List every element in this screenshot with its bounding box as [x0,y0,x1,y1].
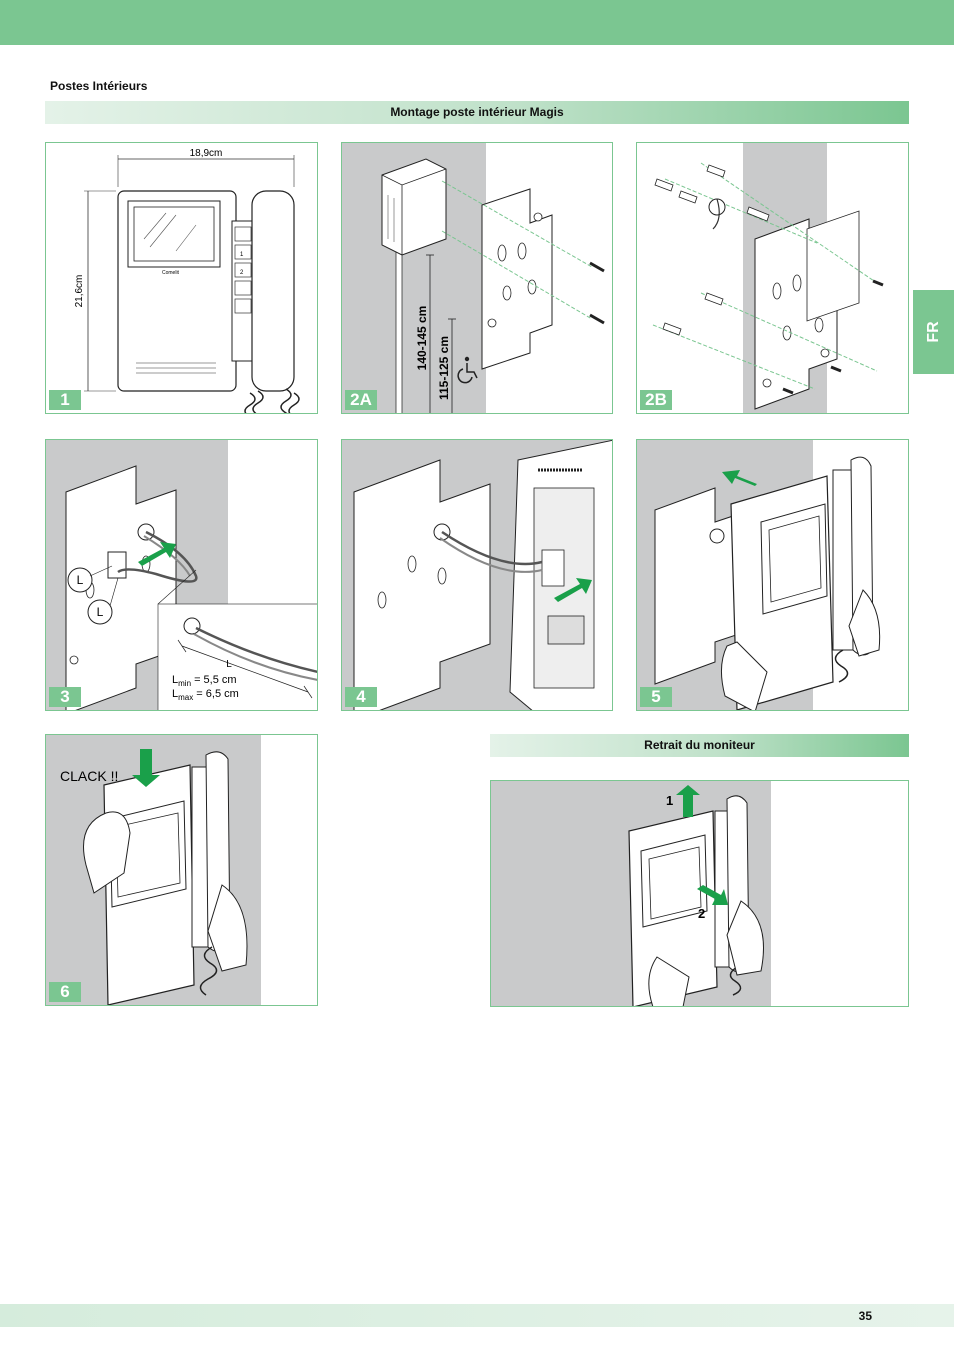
key-1-label: 1 [240,252,244,258]
panel-2a-height: 140-145 cm 115-125 cm 2A [341,142,613,414]
monitor-back-drawing [353,440,612,710]
width-dimension-label: 18,9cm [190,148,223,159]
step-number: 4 [345,687,377,707]
panel-1-dimensions: 18,9cm 21,6cm Comelit 1 2 1 [45,142,318,414]
length-min-label: Lmin = 5,5 cm [172,674,237,688]
removal-step-1: 1 [666,793,673,808]
key-2-label: 2 [240,270,244,276]
monitor-hooking-drawing [654,456,881,710]
height-dimension-label: 21,6cm [74,275,85,308]
length-max-label: Lmax = 6,5 cm [172,688,239,702]
language-tab-label: FR [924,321,942,343]
length-dimension-label: L [226,659,232,670]
panel-removal: 1 2 [490,780,909,1007]
panel-4-terminal-connection: 4 [341,439,613,711]
clack-sound-label: CLACK !! [60,768,118,784]
mounting-plate-drawing: 140-145 cm 115-125 cm [381,158,605,413]
brand-logo-text: Comelit [162,270,180,276]
step-number: 2B [640,390,672,410]
step-number: 3 [49,687,81,707]
mounting-section-band: Montage poste intérieur Magis [45,101,909,124]
cable-connection-drawing: L L L Lmin = 5,5 cm Lmax = 6,5 cm [65,465,317,710]
removal-section-band: Retrait du moniteur [490,734,909,757]
page-number: 35 [858,1309,872,1323]
wall-fixing-drawing [652,162,884,410]
monitor-removal-drawing: 1 2 [628,785,764,1006]
top-color-bar [0,0,954,45]
footer-bar: 35 [0,1304,954,1327]
language-tab: FR [913,290,954,374]
panel-5-hook-monitor: 5 [636,439,909,711]
section-title: Postes Intérieurs [50,79,148,93]
step-number: 6 [49,982,81,1002]
step-number: 5 [640,687,672,707]
panel-3-cable-length: L L L Lmin = 5,5 cm Lmax = 6,5 cm 3 [45,439,318,711]
length-callout-2: L [97,605,104,619]
step-number: 2A [345,390,377,410]
length-callout-1: L [77,573,84,587]
removal-step-2: 2 [698,906,705,921]
step-number: 1 [49,390,81,410]
height-range-label-1: 140-145 cm [415,306,429,371]
panel-6-clip-monitor: CLACK !! 6 [45,734,318,1006]
monitor-front-drawing: 18,9cm 21,6cm Comelit 1 2 [74,148,300,413]
height-range-label-2: 115-125 cm [437,336,451,400]
panel-2b-fixing: 2B [636,142,909,414]
monitor-clipping-drawing: CLACK !! [60,749,248,1005]
wheelchair-icon [457,356,478,384]
